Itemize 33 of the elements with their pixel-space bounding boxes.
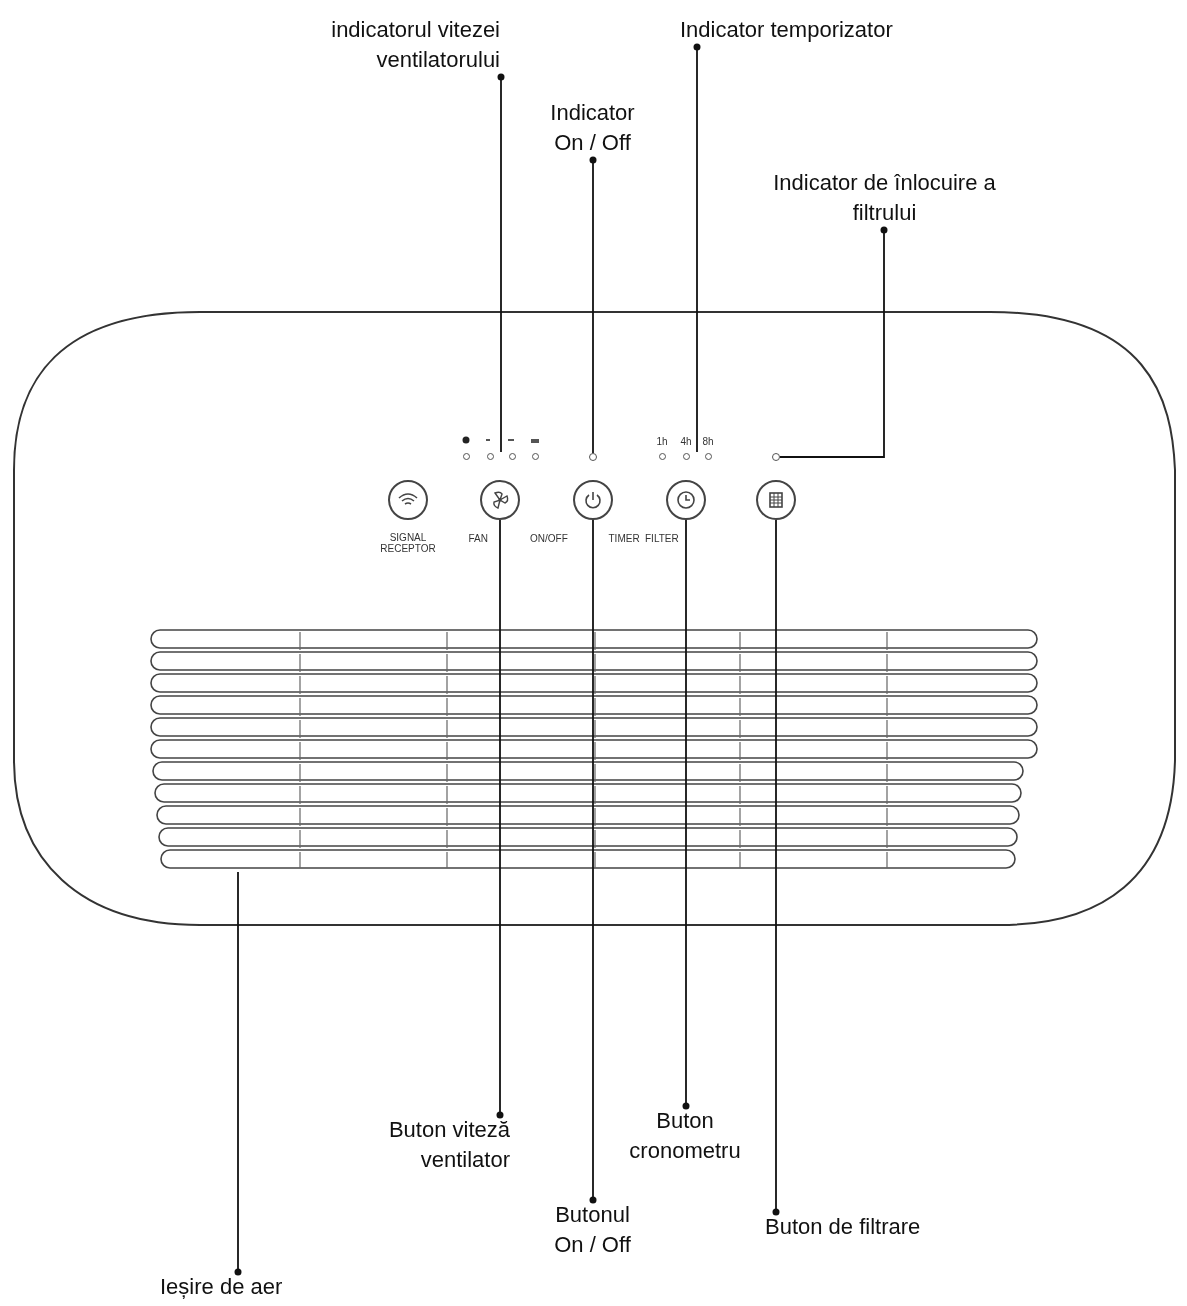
leader-line <box>496 519 504 1119</box>
vent-grille <box>150 628 1038 872</box>
timer-button <box>666 480 706 520</box>
callout-label: Butonul On / Off <box>545 1200 640 1262</box>
leader-line <box>693 43 701 453</box>
callout-label: Indicator temporizator <box>680 15 945 47</box>
fan-button <box>480 480 520 520</box>
indicator-light <box>772 453 780 461</box>
callout-label: Indicator On / Off <box>535 98 650 160</box>
leader-line <box>589 519 597 1204</box>
filter-button <box>756 480 796 520</box>
callout-label: Buton de filtrare <box>765 1212 965 1244</box>
panel-label: TIMER <box>608 533 640 544</box>
panel-label: ON/OFF <box>530 533 568 544</box>
power-button <box>573 480 613 520</box>
callout-label: Buton cronometru <box>610 1106 760 1168</box>
panel-label: FILTER <box>645 533 679 544</box>
panel-label: SIGNAL RECEPTOR <box>379 532 437 554</box>
callout-label: Buton viteză ventilator <box>340 1115 510 1177</box>
callout-label: indicatorul vitezei ventilatorului <box>285 15 500 77</box>
leader-line <box>682 519 690 1110</box>
leader-line <box>772 519 780 1216</box>
leader-line <box>497 73 505 453</box>
leader-line <box>589 156 597 454</box>
panel-label: 8h <box>702 436 714 447</box>
callout-label: Indicator de înlocuire a filtrului <box>772 168 997 230</box>
panel-label: FAN <box>468 533 488 544</box>
callout-label: Ieșire de aer <box>160 1272 320 1304</box>
signal-receptor <box>388 480 428 520</box>
indicator-light <box>589 453 597 461</box>
panel-label: 4h <box>680 436 692 447</box>
leader-line <box>234 871 242 1276</box>
leader-line <box>779 226 888 458</box>
